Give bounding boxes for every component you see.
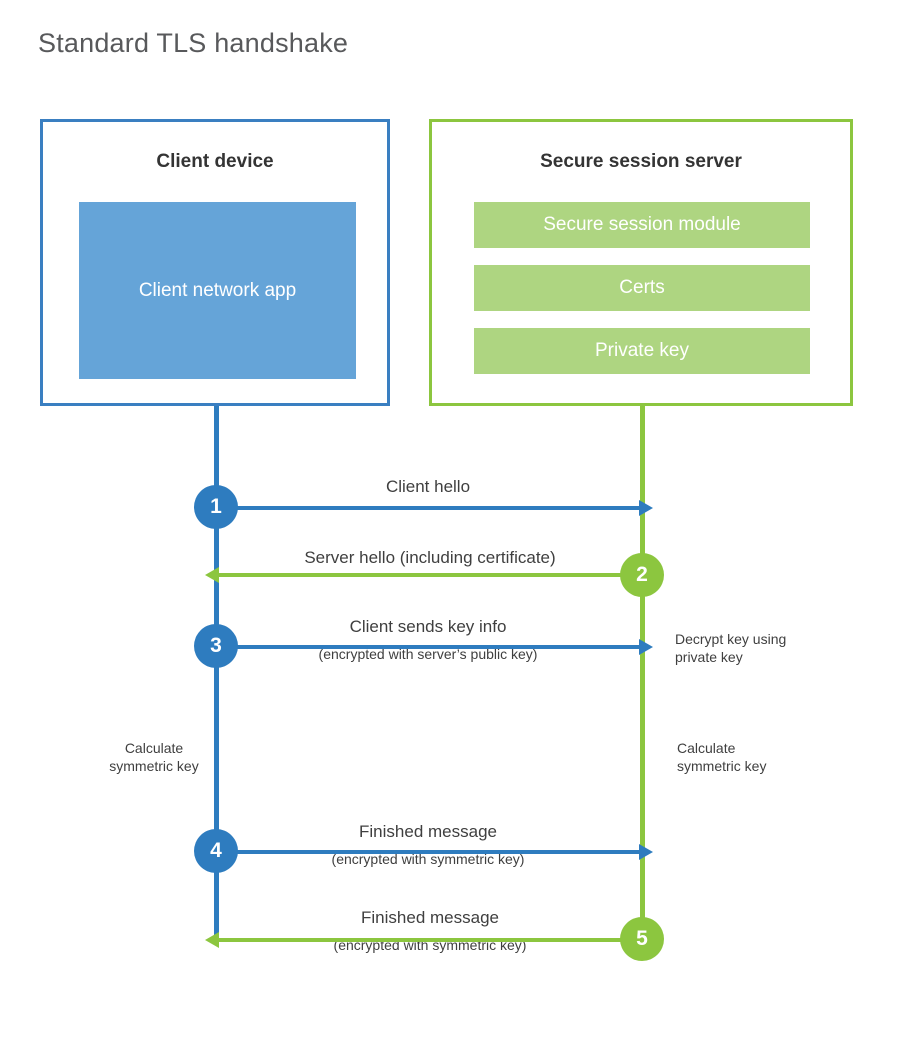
client-network-app-block: Client network app [79, 202, 356, 379]
step-badge-2: 2 [620, 553, 664, 597]
step-1-arrow [216, 500, 653, 516]
step-2-label-primary: Server hello (including certificate) [304, 548, 556, 567]
step-badge-4: 4 [194, 829, 238, 873]
step-2-label: Server hello (including certificate) [218, 548, 642, 568]
step-badge-1: 1 [194, 485, 238, 529]
step-1-label-primary: Client hello [385, 477, 471, 496]
server-lifeline [640, 406, 645, 939]
client-device-box: Client device Client network app [40, 119, 390, 406]
step-3-label: Client sends key info (encrypted with se… [216, 617, 640, 662]
annotation-decrypt-key: Decrypt key using private key [675, 631, 787, 666]
step-5-label: Finished message (encrypted with symmetr… [218, 908, 642, 953]
arrowhead-left-icon [205, 567, 219, 583]
step-5-arrow [205, 932, 642, 948]
step-2-arrow [205, 567, 642, 583]
step-5-label-primary: Finished message [361, 908, 499, 927]
step-3-arrow [216, 639, 653, 655]
server-block-secure-session-module: Secure session module [474, 202, 810, 248]
arrowhead-right-icon [639, 844, 653, 860]
secure-session-server-title: Secure session server [540, 151, 742, 172]
step-badge-3: 3 [194, 624, 238, 668]
step-4-label: Finished message (encrypted with symmetr… [216, 822, 640, 867]
client-device-title: Client device [156, 151, 274, 172]
page-title: Standard TLS handshake [38, 28, 349, 58]
step-4-label-primary: Finished message [359, 822, 497, 841]
step-1-label: Client hello [216, 477, 640, 497]
step-4-arrow [216, 844, 653, 860]
annotation-calculate-symmetric-key-client: Calculate symmetric key [109, 740, 199, 775]
server-block-certs: Certs [474, 265, 810, 311]
step-badge-5: 5 [620, 917, 664, 961]
step-3-label-primary: Client sends key info [349, 617, 507, 636]
annotation-calculate-symmetric-key-server: Calculate symmetric key [677, 740, 767, 775]
server-block-private-key: Private key [474, 328, 810, 374]
secure-session-server-box: Secure session server Secure session mod… [429, 119, 853, 406]
client-lifeline [214, 406, 219, 939]
step-4-label-sub: (encrypted with symmetric key) [331, 851, 525, 867]
step-3-label-sub: (encrypted with server’s public key) [318, 646, 538, 662]
arrowhead-right-icon [639, 500, 653, 516]
arrowhead-right-icon [639, 639, 653, 655]
arrowhead-left-icon [205, 932, 219, 948]
